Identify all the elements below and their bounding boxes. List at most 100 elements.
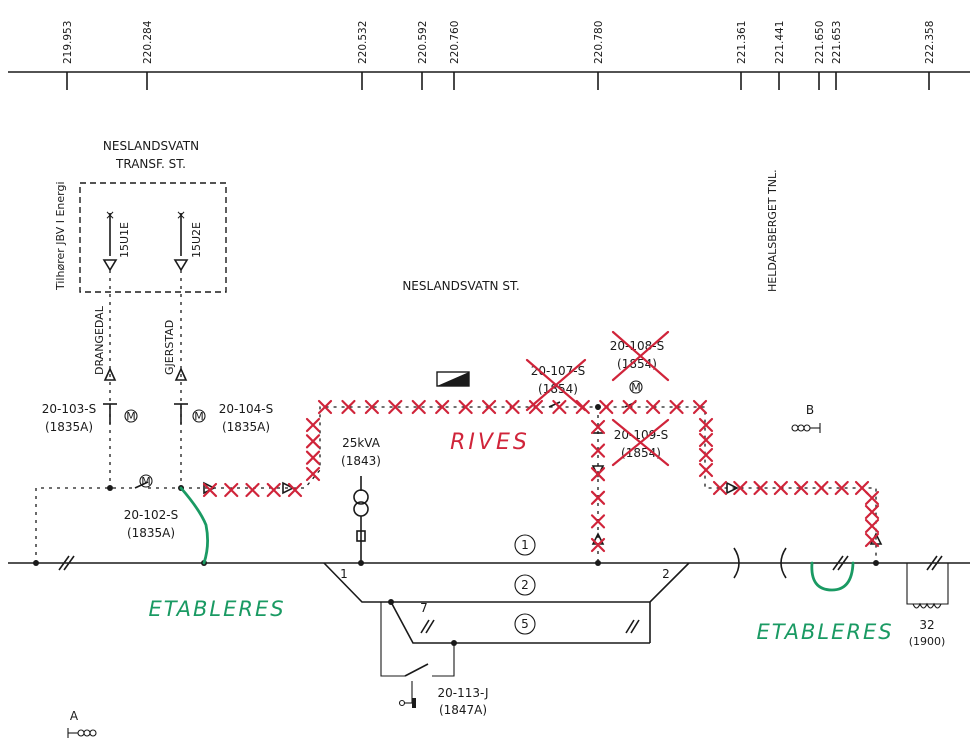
remove-mark-icon <box>864 532 880 548</box>
track-layout: 1 2 5 1 2 7 <box>8 534 970 646</box>
remove-mark-icon <box>712 480 728 496</box>
remove-mark-icon <box>411 399 426 415</box>
booster-number: 32 <box>919 618 934 632</box>
transformer-station: NESLANDSVATN TRANSF. ST. Tilhører JBV I … <box>54 139 227 293</box>
establish-annotation-right: ETABLERES <box>756 620 893 644</box>
remove-mark-icon <box>505 399 520 415</box>
signal-label: B <box>806 403 814 417</box>
earthing-switch-113: 20-113-J (1847A) <box>380 601 489 717</box>
switch-id: 20-103-S <box>42 402 96 416</box>
feeder-right-label: GJERSTAD <box>163 320 176 375</box>
section-insulator <box>58 555 70 571</box>
motor-icon <box>124 409 138 423</box>
remove-mark-icon <box>698 447 714 463</box>
track-number-circle <box>514 613 536 635</box>
remove-cross-icon <box>525 358 587 412</box>
signal-label: A <box>70 709 79 723</box>
remove-mark-icon <box>341 399 356 415</box>
remove-cross-icon <box>611 330 670 382</box>
arrow-right-icon <box>282 481 295 495</box>
station-name: NESLANDSVATN ST. <box>402 279 519 293</box>
remove-mark-icon <box>753 480 768 496</box>
remove-mark-icon <box>388 399 403 415</box>
catenary-network: M 20-102-S (1835A) M <box>35 380 883 563</box>
removal-markings <box>202 399 880 553</box>
left-catenary-wire <box>35 487 135 563</box>
junction-dot <box>107 485 113 491</box>
switch-type: (1835A) <box>222 420 270 434</box>
remove-mark-icon <box>590 537 606 553</box>
remove-mark-icon <box>202 482 218 498</box>
km-label: 221.361 <box>736 21 748 64</box>
remove-mark-icon <box>305 450 321 465</box>
tunnel-name: HELDALSBERGET TNL. <box>766 169 779 292</box>
remove-mark-icon <box>590 443 606 458</box>
signal-lamp-icon <box>797 424 805 432</box>
switch-number: 7 <box>420 601 428 615</box>
remove-mark-icon <box>528 399 544 415</box>
remove-mark-icon <box>266 482 281 498</box>
disconnector-107 <box>548 401 561 408</box>
junction-dot <box>595 404 601 410</box>
km-label: 221.650 <box>814 21 826 64</box>
section-insulator <box>630 619 640 634</box>
section-insulator <box>625 619 635 634</box>
remove-mark-icon <box>552 399 567 415</box>
track-number: 2 <box>521 578 529 592</box>
junction-dot <box>873 560 879 566</box>
remove-mark-icon <box>317 399 333 415</box>
establish-annotation-left: ETABLERES <box>148 597 285 621</box>
km-label: 219.953 <box>62 21 74 64</box>
km-label: 222.358 <box>924 21 936 64</box>
remove-mark-icon <box>305 434 321 449</box>
transformer-type: (1843) <box>341 454 381 468</box>
cross-mark-icon: × <box>105 208 115 222</box>
section-insulator <box>931 555 943 571</box>
remove-mark-icon <box>599 399 614 415</box>
motor-icon <box>192 409 206 423</box>
breaker-label: 15U1E <box>118 222 131 258</box>
remove-mark-icon <box>287 482 303 498</box>
switch-id: 20-104-S <box>219 402 273 416</box>
motor-label: M <box>631 381 641 394</box>
owner-label: Tilhører JBV I Energi <box>54 181 67 291</box>
track-number-circle <box>514 534 536 556</box>
remove-mark-icon <box>864 490 880 506</box>
remove-mark-icon <box>698 417 714 433</box>
motor-label: M <box>194 410 204 423</box>
remove-mark-icon <box>305 466 321 482</box>
section-insulator <box>926 555 938 571</box>
switch-type: (1847A) <box>439 703 487 717</box>
remove-mark-icon <box>364 399 379 415</box>
booster-coil-icon <box>912 602 942 609</box>
remove-mark-icon <box>646 399 661 415</box>
feeder-left-label: DRANGEDAL <box>93 305 106 375</box>
remove-mark-icon <box>733 480 748 496</box>
signal-lamp-icon <box>803 424 811 432</box>
booster-type: (1900) <box>909 635 946 648</box>
remove-mark-icon <box>590 419 606 435</box>
new-connection-left <box>179 486 209 565</box>
remove-mark-icon <box>692 399 708 415</box>
earth-icon <box>398 699 406 707</box>
section-insulator <box>425 619 435 634</box>
remove-mark-icon <box>698 462 714 478</box>
arrow-down-icon <box>173 259 189 272</box>
signal-lamp-icon <box>89 729 97 737</box>
switch-id: 20-113-J <box>437 686 488 700</box>
remove-mark-icon <box>590 514 606 529</box>
fuse-icon <box>356 530 366 542</box>
remove-mark-icon <box>773 480 788 496</box>
track-number: 1 <box>521 538 529 552</box>
breaker-label: 15U2E <box>190 222 203 258</box>
section-insulator <box>420 619 430 634</box>
km-ruler: 219.953 220.284 220.532 220.592 220.760 … <box>8 20 970 90</box>
remove-mark-icon <box>622 399 637 415</box>
track-number: 5 <box>521 617 529 631</box>
remove-annotation: RIVES <box>450 430 530 455</box>
motor-label: M <box>126 410 136 423</box>
arrow-down-icon <box>102 259 118 272</box>
earth-plate-icon <box>412 698 416 708</box>
arrow-up-icon <box>174 367 188 381</box>
